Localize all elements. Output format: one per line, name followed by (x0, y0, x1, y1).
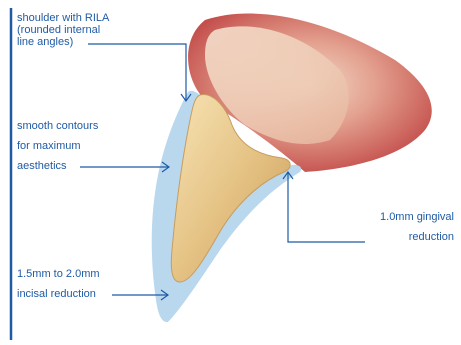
leader-gingival (283, 172, 365, 242)
label-gingival-reduction: 1.0mm gingival reduction (366, 207, 454, 247)
label-shoulder-with-rila: shoulder with RILA (rounded internal lin… (17, 12, 109, 48)
leader-shoulder (88, 44, 191, 101)
label-smooth-contours: smooth contours for maximum aesthetics (17, 116, 98, 176)
label-incisal-reduction: 1.5mm to 2.0mm incisal reduction (17, 264, 100, 304)
